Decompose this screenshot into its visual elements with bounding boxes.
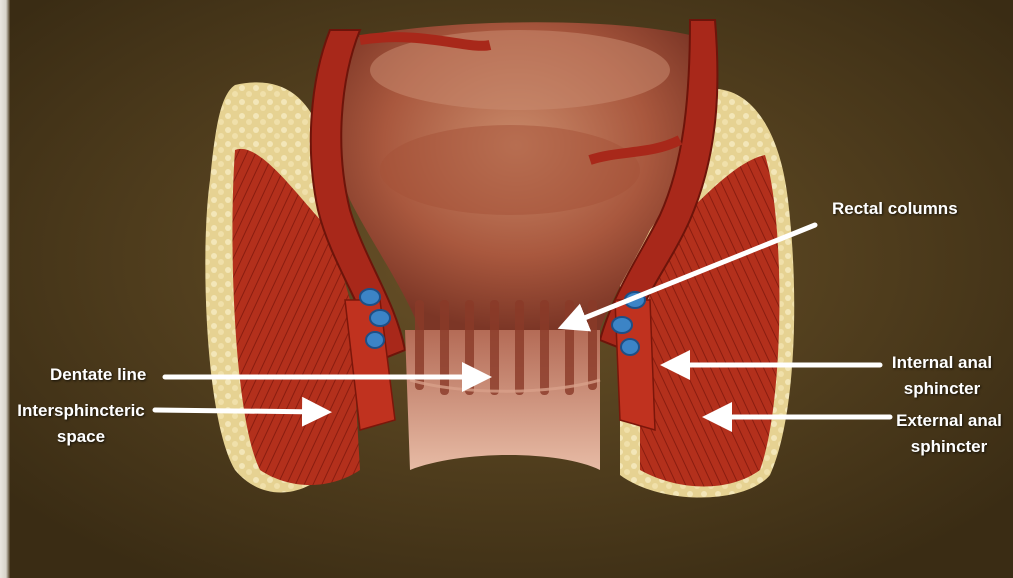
label-rectal-columns: Rectal columns [832, 196, 958, 222]
label-dentate-line: Dentate line [50, 362, 146, 388]
arrow-intersphincteric-space [155, 410, 322, 412]
label-internal-anal-sphincter: Internal anal sphincter [884, 350, 1000, 402]
label-external-anal-sphincter: External anal sphincter [888, 408, 1010, 460]
label-intersphincteric-space: Intersphincteric space [12, 398, 150, 450]
